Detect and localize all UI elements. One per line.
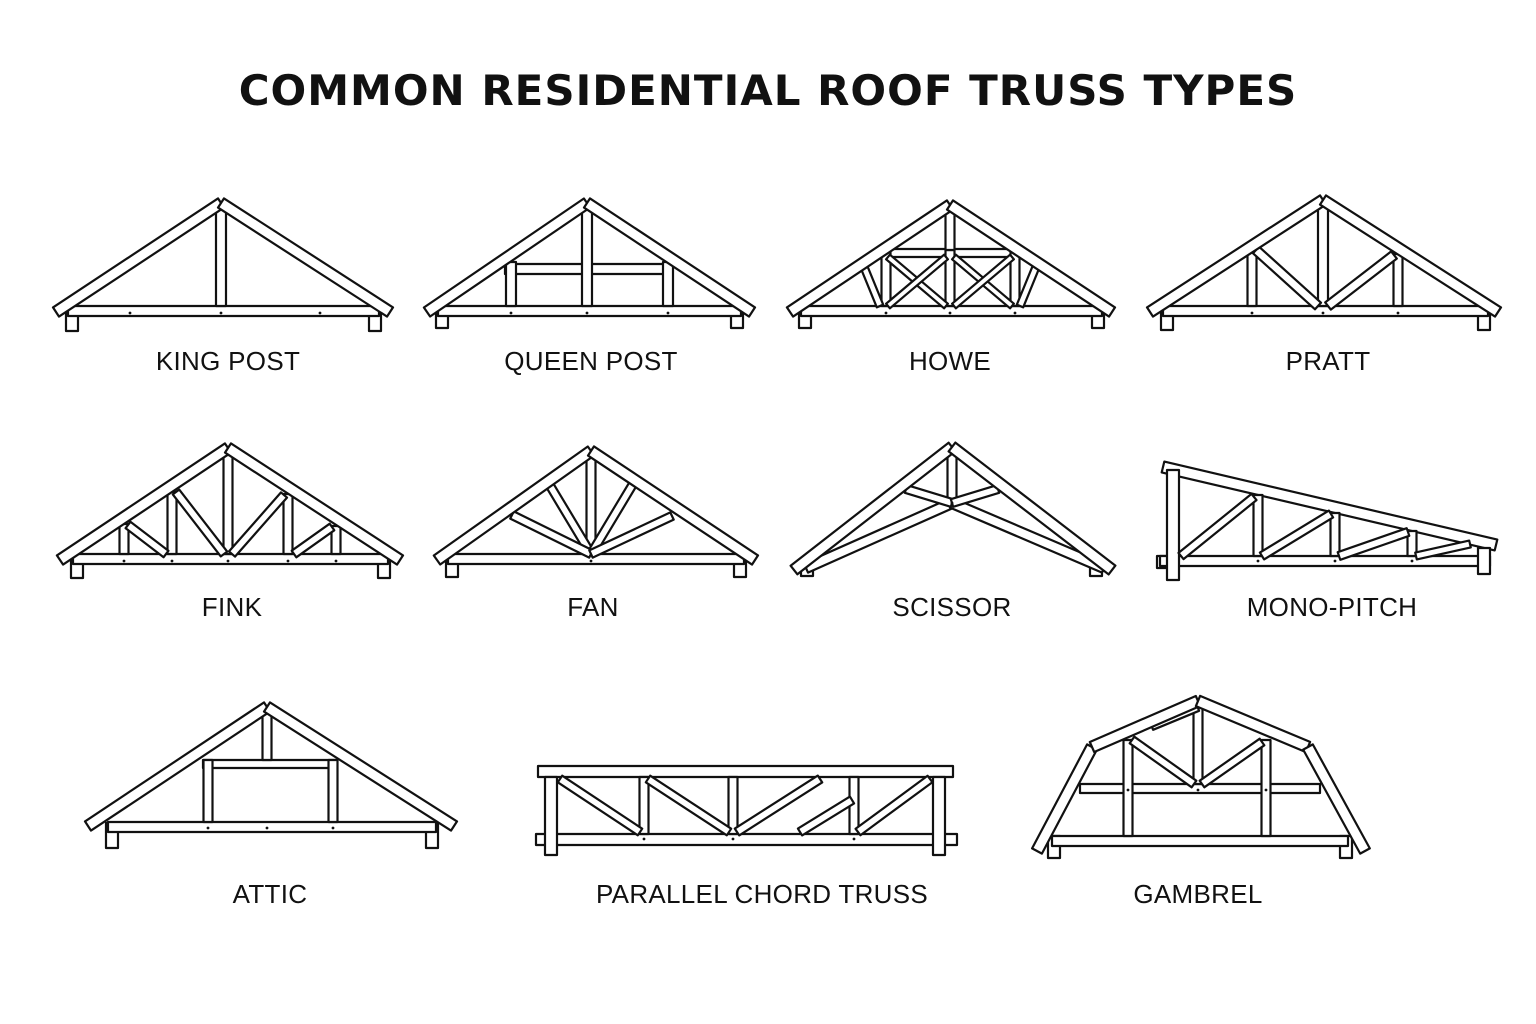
label-mono-pitch: MONO-PITCH bbox=[1246, 592, 1418, 622]
truss-howe bbox=[785, 199, 1117, 330]
label-king-post: KING POST bbox=[155, 346, 301, 376]
label-gambrel: GAMBREL bbox=[1133, 879, 1263, 909]
label-fink: FINK bbox=[201, 592, 263, 622]
truss-fink bbox=[55, 442, 405, 580]
truss-attic bbox=[83, 701, 459, 850]
truss-fan bbox=[432, 445, 760, 579]
label-queen-post: QUEEN POST bbox=[504, 346, 678, 376]
truss-scissor bbox=[789, 441, 1117, 578]
truss-parallel-chord bbox=[534, 764, 959, 857]
truss-queen-post bbox=[422, 197, 757, 330]
label-pratt: PRATT bbox=[1285, 346, 1371, 376]
label-fan: FAN bbox=[567, 592, 619, 622]
label-scissor: SCISSOR bbox=[892, 592, 1012, 622]
truss-pratt bbox=[1145, 194, 1503, 332]
label-howe: HOWE bbox=[908, 346, 992, 376]
truss-gambrel bbox=[1030, 694, 1371, 860]
truss-king-post bbox=[51, 197, 395, 333]
truss-mono-pitch bbox=[1155, 460, 1499, 582]
page-title: COMMON RESIDENTIAL ROOF TRUSS TYPES bbox=[238, 66, 1298, 115]
label-attic: ATTIC bbox=[232, 879, 308, 909]
label-parallel-chord: PARALLEL CHORD TRUSS bbox=[595, 879, 929, 909]
